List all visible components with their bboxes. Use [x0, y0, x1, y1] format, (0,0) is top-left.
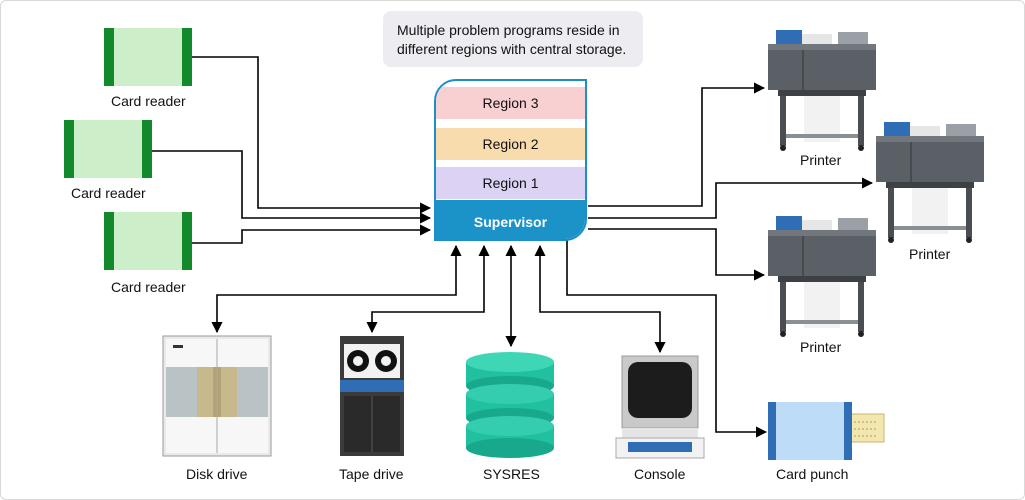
card-reader-label: Card reader [111, 93, 186, 109]
line-disk-drive [211, 244, 462, 334]
sysres-database-icon [466, 352, 554, 458]
card-punch-icon [768, 402, 885, 460]
line-card-reader-3 [192, 224, 432, 244]
console-label: Console [634, 466, 686, 482]
line-card-punch [566, 236, 768, 438]
printer-label: Printer [800, 152, 842, 168]
line-printer-2 [588, 177, 874, 219]
line-printer-3 [588, 228, 766, 281]
line-console [534, 244, 666, 354]
line-printer-1 [588, 82, 766, 207]
printer-icon [768, 30, 876, 151]
line-card-reader-1 [192, 56, 432, 214]
console-icon [615, 355, 705, 459]
printer-label: Printer [800, 339, 842, 355]
card-reader-label: Card reader [71, 185, 146, 201]
note-line-2: different regions with central storage. [397, 41, 627, 57]
central-storage-box: Region 3 Region 2 Region 1 Supervisor [434, 79, 587, 241]
printer-icon [768, 216, 876, 337]
disk-drive-label: Disk drive [186, 466, 248, 482]
card-reader-label: Card reader [111, 279, 186, 295]
disk-drive-icon [162, 335, 272, 457]
card-reader-icon [104, 28, 192, 86]
tape-drive-label: Tape drive [339, 466, 404, 482]
supervisor: Supervisor [436, 200, 585, 239]
region-1: Region 1 [436, 167, 585, 199]
printer-icon [876, 122, 984, 243]
printer-label: Printer [909, 246, 951, 262]
card-reader-icon [104, 212, 192, 270]
info-note: Multiple problem programs reside in diff… [383, 11, 643, 67]
line-tape-drive [366, 244, 490, 334]
tape-drive-icon [340, 336, 404, 456]
note-line-1: Multiple problem programs reside in [397, 22, 620, 38]
card-punch-label: Card punch [776, 466, 849, 482]
region-3: Region 3 [436, 87, 585, 119]
sysres-label: SYSRES [483, 466, 540, 482]
card-reader-icon [64, 120, 152, 178]
line-card-reader-2 [152, 150, 432, 224]
region-2: Region 2 [436, 128, 585, 160]
